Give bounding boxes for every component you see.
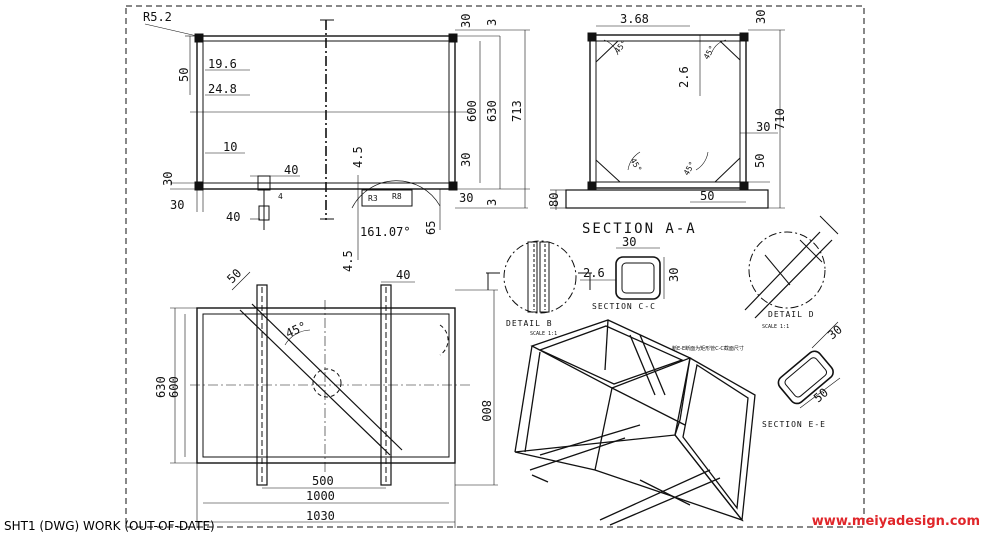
section-e-e-view	[777, 321, 841, 409]
section-a-title: SECTION A-A	[582, 221, 697, 237]
front-dim-3-right-bot: 3	[485, 199, 499, 206]
section-a-dim-30-mid: 30	[756, 120, 770, 134]
section-e-note: 断E-E断面为矩形管C-C截面尺寸	[672, 345, 744, 352]
plan-dim-630: 630	[154, 376, 168, 398]
front-dim-30-right-top: 30	[459, 14, 473, 28]
section-e-dim-30: 30	[825, 322, 845, 342]
front-dim-30-bottom: 30	[170, 198, 184, 212]
plan-dim-500: 500	[312, 474, 334, 488]
plan-dim-1000: 1000	[306, 489, 335, 503]
section-a-dim-2-6: 2.6	[677, 66, 691, 88]
front-dim-600: 600	[465, 100, 479, 122]
front-dim-24-8: 24.8	[208, 82, 237, 96]
front-dim-713: 713	[510, 100, 524, 122]
front-dim-10: 10	[223, 140, 237, 154]
isometric-view	[514, 319, 756, 526]
detail-b-title: DETAIL B	[506, 319, 553, 328]
front-dim-19-6: 19.6	[208, 57, 237, 71]
section-a-dim-30-top: 30	[754, 10, 768, 24]
front-dim-65: 65	[424, 221, 438, 235]
front-dim-30-left: 30	[161, 172, 175, 186]
plan-view	[170, 271, 498, 528]
front-dim-4-5-b: 4.5	[341, 250, 355, 272]
detail-b-scale: SCALE 1:1	[530, 331, 557, 337]
section-c-c-view	[580, 247, 665, 300]
plan-dim-1030: 1030	[306, 509, 335, 523]
front-dim-4-5-a: 4.5	[351, 146, 365, 168]
section-a-angle-2: 45°	[702, 44, 717, 61]
front-radius-label: R5.2	[143, 10, 172, 24]
section-a-dim-710: 710	[773, 108, 787, 130]
detail-d-title: DETAIL D	[768, 310, 815, 319]
front-view	[144, 19, 530, 260]
section-a-dim-50-right: 50	[753, 154, 767, 168]
front-dim-40-top: 40	[284, 163, 298, 177]
section-a-dim-50-bottom: 50	[700, 189, 714, 203]
section-a-angle-3: 45°	[628, 157, 643, 174]
detail-b-view	[486, 240, 592, 314]
front-angle: 161.07°	[360, 225, 411, 239]
section-c-dim-30-top: 30	[622, 235, 636, 249]
front-dim-30-right-bot: 30	[459, 191, 473, 205]
watermark-text: www.meiyadesign.com	[811, 514, 980, 529]
section-c-dim-2-6: 2.6	[583, 266, 605, 280]
section-c-dim-30-side: 30	[667, 268, 681, 282]
front-r8: R8	[392, 192, 402, 201]
plan-dim-50: 50	[224, 266, 244, 286]
plan-dim-40: 40	[396, 268, 410, 282]
detail-d-view	[744, 215, 839, 319]
front-dim-30-right-mid: 30	[459, 153, 473, 167]
section-e-title: SECTION E-E	[762, 420, 826, 429]
front-dim-40-bottom: 40	[226, 210, 240, 224]
section-a-dim-3-68: 3.68	[620, 12, 649, 26]
front-dim-3-right-top: 3	[485, 19, 499, 26]
plan-dim-600: 600	[167, 376, 181, 398]
section-a-a-view	[550, 25, 785, 210]
section-c-title: SECTION C-C	[592, 302, 656, 311]
front-dim-630: 630	[485, 100, 499, 122]
detail-d-scale: SCALE 1:1	[762, 324, 789, 330]
front-r3: R3	[368, 194, 378, 203]
section-a-angle-4: 45°	[682, 160, 697, 177]
front-dim-50: 50	[177, 68, 191, 82]
section-a-dim-80: 80	[547, 193, 561, 207]
section-e-dim-50: 50	[811, 385, 831, 405]
front-dim-4: 4	[278, 192, 283, 201]
plan-dim-800: 800	[479, 400, 493, 422]
plan-angle: 45°	[283, 319, 309, 341]
sheet-status-label: SHT1 (DWG) WORK (OUT-OF-DATE)	[4, 519, 215, 533]
